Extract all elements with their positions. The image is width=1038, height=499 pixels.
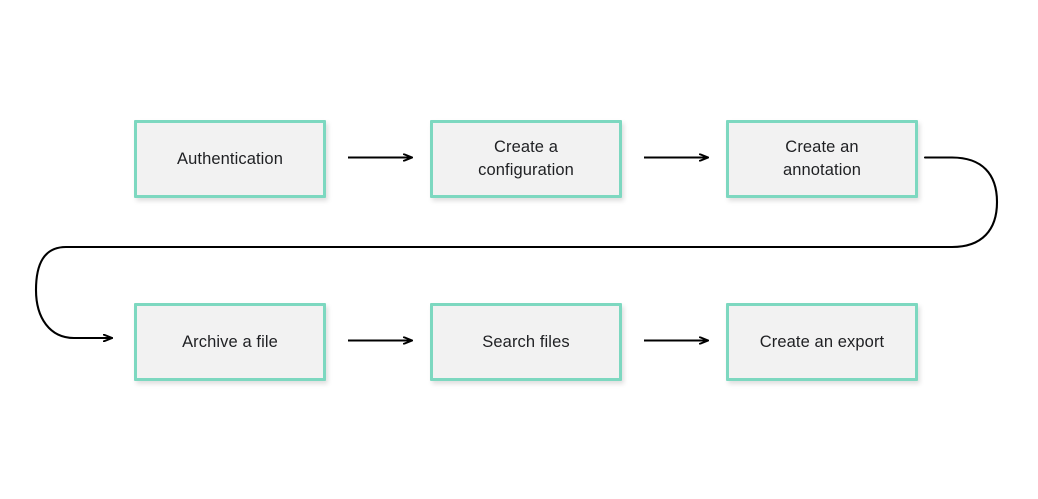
- node-label: Authentication: [177, 149, 283, 168]
- node-create-an-export[interactable]: Create an export: [726, 303, 918, 381]
- node-label: Archive a file: [182, 332, 278, 351]
- node-create-configuration[interactable]: Create a configuration: [430, 120, 622, 198]
- node-label: Create an export: [759, 332, 885, 351]
- node-label: Create a configuration: [478, 138, 574, 179]
- node-label: Search files: [482, 332, 570, 351]
- node-create-annotation[interactable]: Create an annotation: [726, 120, 918, 198]
- node-label: Create an annotation: [782, 138, 862, 179]
- node-authentication[interactable]: Authentication: [134, 120, 326, 198]
- node-archive-a-file[interactable]: Archive a file: [134, 303, 326, 381]
- node-search-files[interactable]: Search files: [430, 303, 622, 381]
